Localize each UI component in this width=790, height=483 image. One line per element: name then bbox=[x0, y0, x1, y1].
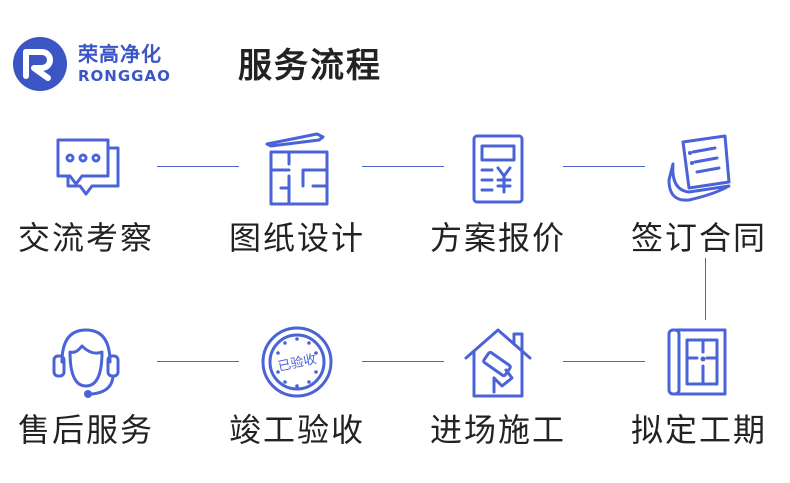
step-construction: 进场施工 bbox=[423, 322, 573, 450]
headset-service-icon bbox=[52, 328, 120, 398]
page-title: 服务流程 bbox=[238, 46, 382, 86]
step-schedule: 拟定工期 bbox=[624, 322, 774, 450]
brand-name-cn: 荣高净化 bbox=[78, 42, 162, 66]
step-label: 签订合同 bbox=[630, 219, 767, 257]
connector-line bbox=[157, 166, 239, 167]
step-design: 图纸设计 bbox=[222, 130, 372, 258]
chat-bubbles-icon bbox=[56, 138, 120, 196]
house-paint-roller-icon bbox=[464, 328, 532, 398]
connector-line bbox=[563, 166, 645, 167]
quote-document-icon bbox=[472, 134, 524, 204]
step-label: 拟定工期 bbox=[630, 411, 767, 449]
connector-line bbox=[563, 361, 645, 362]
step-acceptance: 已验收 竣工验收 bbox=[222, 322, 372, 450]
step-contract: 签订合同 bbox=[624, 130, 774, 258]
contract-scroll-icon bbox=[667, 134, 731, 202]
step-label: 方案报价 bbox=[429, 219, 566, 257]
connector-line bbox=[362, 166, 444, 167]
connector-line bbox=[157, 361, 239, 362]
step-label: 图纸设计 bbox=[228, 219, 365, 257]
step-label: 竣工验收 bbox=[228, 411, 365, 449]
step-quotation: 方案报价 bbox=[423, 130, 573, 258]
step-communication: 交流考察 bbox=[11, 130, 161, 258]
connector-line bbox=[705, 258, 706, 320]
connector-line bbox=[362, 361, 444, 362]
stamp-text: 已验收 bbox=[276, 351, 317, 375]
step-label: 售后服务 bbox=[17, 411, 154, 449]
brand-name-en: RONGGAO bbox=[78, 67, 171, 85]
step-label: 交流考察 bbox=[17, 219, 154, 257]
step-after-sales: 售后服务 bbox=[11, 322, 161, 450]
schedule-plan-icon bbox=[667, 328, 727, 396]
acceptance-stamp-icon: 已验收 bbox=[261, 326, 333, 398]
brand-logo: 荣高净化 RONGGAO bbox=[12, 36, 171, 92]
ronggao-logo-icon bbox=[13, 37, 67, 91]
step-label: 进场施工 bbox=[429, 411, 566, 449]
blueprint-pencil-icon bbox=[265, 132, 329, 206]
